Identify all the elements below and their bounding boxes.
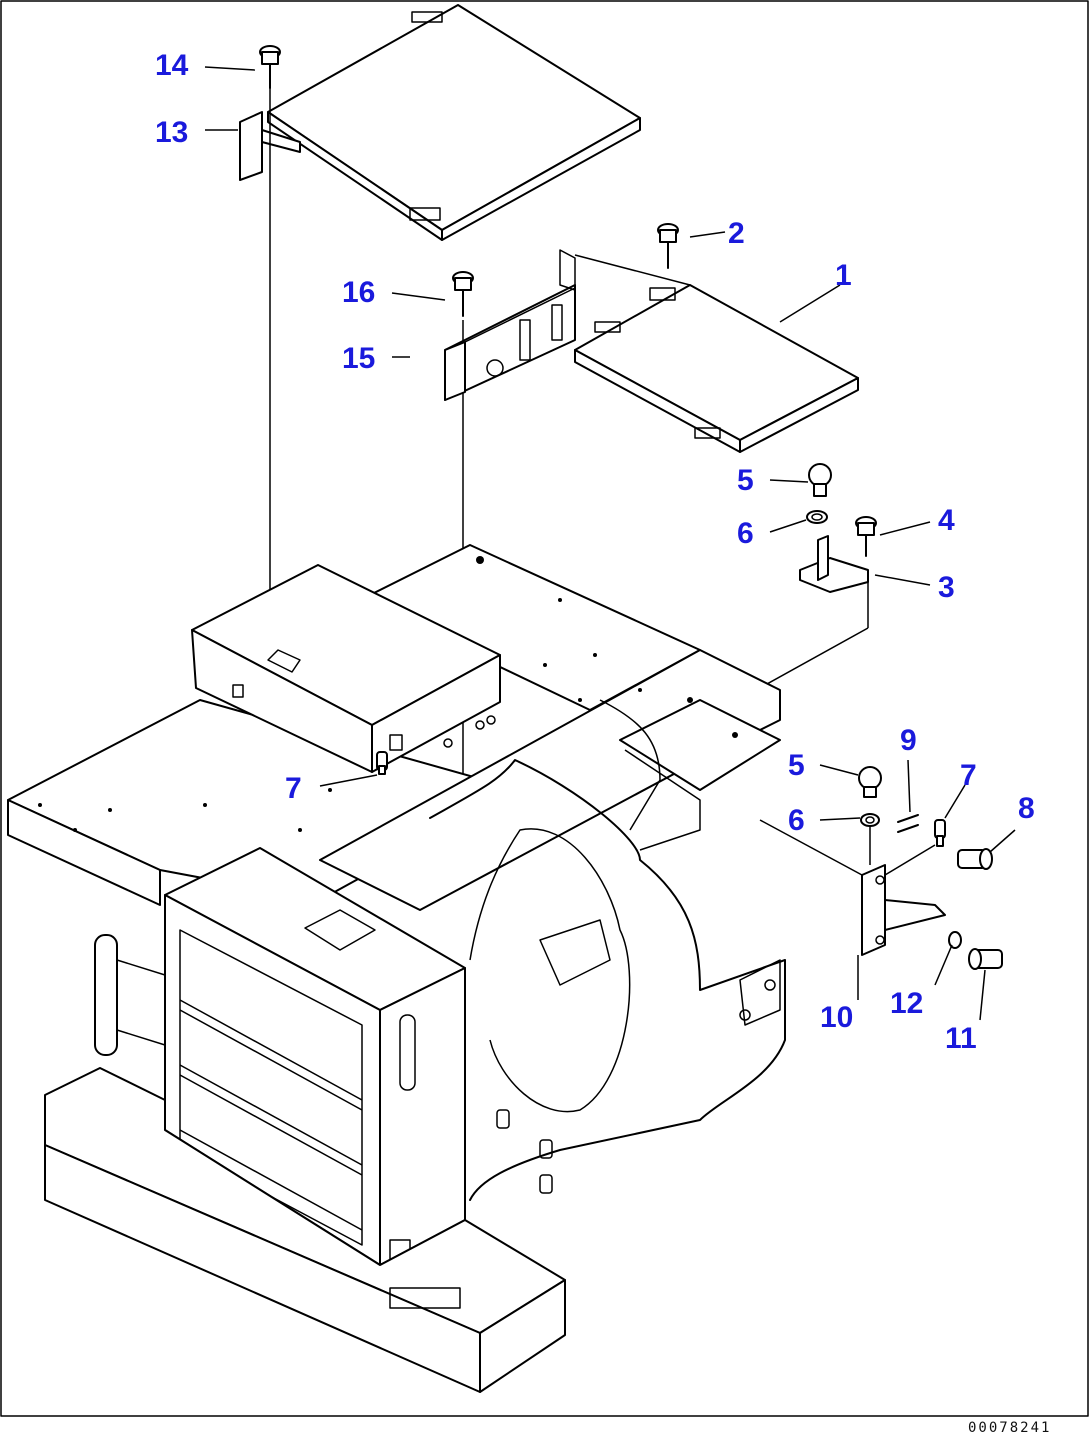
callout-7-right: 7 bbox=[960, 759, 977, 792]
nut-6-upper bbox=[806, 510, 828, 524]
side-cover-1 bbox=[574, 254, 859, 453]
bolt-4 bbox=[855, 516, 877, 557]
latch-bracket-3 bbox=[719, 535, 869, 711]
drawing-code: 00078241 bbox=[968, 1420, 1051, 1436]
callout-8: 8 bbox=[1018, 792, 1035, 825]
callout-5-lower: 5 bbox=[788, 749, 805, 782]
knob-5-lower bbox=[858, 766, 882, 798]
callout-labels: 14 13 2 1 16 15 5 6 4 3 7 5 9 7 8 6 10 1… bbox=[155, 49, 1035, 1055]
main-frame-deck bbox=[7, 544, 781, 911]
bolt-11 bbox=[968, 948, 1003, 970]
callout-6-upper: 6 bbox=[737, 517, 754, 550]
callout-7-left: 7 bbox=[285, 772, 302, 805]
callout-1: 1 bbox=[835, 259, 852, 292]
bolt-14 bbox=[259, 45, 281, 89]
nut-6-lower bbox=[860, 813, 880, 865]
bracket-15 bbox=[444, 249, 576, 401]
hinge-bracket-10 bbox=[759, 819, 946, 956]
clip-7-right bbox=[884, 819, 946, 876]
callout-9: 9 bbox=[900, 724, 917, 757]
callout-14: 14 bbox=[155, 49, 189, 82]
callout-11: 11 bbox=[945, 1022, 977, 1055]
leader-lines bbox=[204, 66, 1016, 1021]
washer-12 bbox=[948, 931, 962, 949]
bottom-skid bbox=[44, 1067, 566, 1393]
pin-8 bbox=[957, 848, 993, 870]
bolt-2 bbox=[657, 223, 679, 269]
callout-3: 3 bbox=[938, 571, 955, 604]
center-frame-arch bbox=[429, 699, 786, 1201]
knob-5-upper bbox=[808, 463, 832, 497]
callout-2: 2 bbox=[728, 217, 745, 250]
callout-6-lower: 6 bbox=[788, 804, 805, 837]
callout-5-upper: 5 bbox=[737, 464, 754, 497]
radiator-enclosure bbox=[164, 847, 466, 1266]
callout-10: 10 bbox=[820, 1001, 853, 1034]
spring-9 bbox=[897, 814, 919, 833]
battery-box bbox=[191, 564, 501, 773]
callout-4: 4 bbox=[938, 504, 955, 537]
callout-13: 13 bbox=[155, 116, 188, 149]
callout-15: 15 bbox=[342, 342, 375, 375]
side-handle bbox=[94, 934, 166, 1056]
callout-12: 12 bbox=[890, 987, 923, 1020]
clip-7-left bbox=[376, 751, 388, 775]
top-cover-plate bbox=[239, 4, 641, 241]
callout-16: 16 bbox=[342, 276, 375, 309]
bolt-16 bbox=[452, 271, 474, 317]
